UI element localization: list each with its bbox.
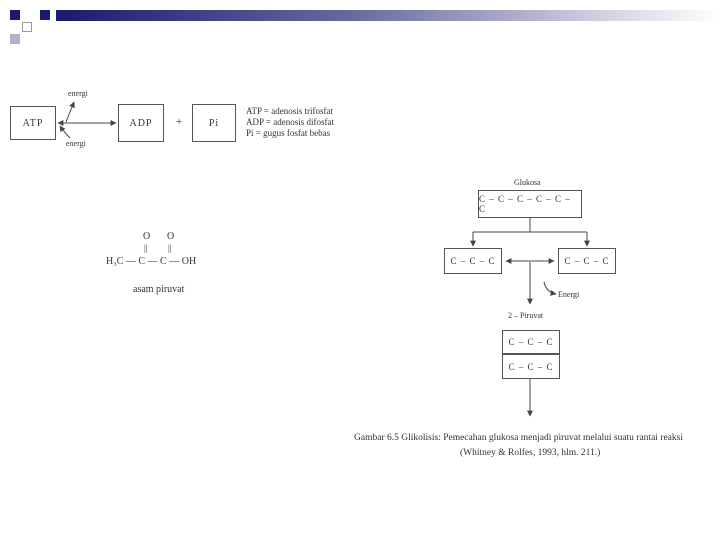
glucose-box: C – C – C – C – C – C bbox=[478, 190, 582, 218]
energy-label: Energi bbox=[558, 290, 580, 299]
left-fragment: C – C – C bbox=[450, 256, 496, 266]
atp-legend: ATP = adenosis trifosfat ADP = adenosis … bbox=[246, 106, 334, 139]
pyruvate-oxygen-left: O bbox=[143, 231, 151, 242]
left-fragment-box: C – C – C bbox=[444, 248, 502, 274]
glucose-chain: C – C – C – C – C – C bbox=[479, 194, 571, 214]
pyruvate-bottom-chain: C – C – C bbox=[508, 361, 554, 372]
energy-bottom-label: energi bbox=[66, 139, 86, 148]
pyruvate-label: asam piruvat bbox=[133, 284, 185, 295]
header-decoration bbox=[0, 0, 60, 48]
figure-caption-line-1: Gambar 6.5 Glikolisis: Pemecahan glukosa… bbox=[354, 433, 683, 443]
header-square-2 bbox=[22, 22, 32, 32]
pyruvate-double-bond-right: || bbox=[168, 243, 172, 253]
glycolysis-energy-arrow bbox=[543, 281, 557, 296]
header-square-3 bbox=[10, 34, 20, 44]
plus-sign: + bbox=[176, 116, 183, 128]
figure-caption-line-2: (Whitney & Rolfes, 1993, hlm. 211.) bbox=[460, 448, 601, 458]
legend-atp: ATP = adenosis trifosfat bbox=[246, 106, 333, 116]
adp-label: ADP bbox=[129, 117, 153, 129]
atp-label: ATP bbox=[22, 117, 44, 129]
adp-box: ADP bbox=[118, 104, 164, 142]
right-fragment: C – C – C bbox=[564, 256, 610, 266]
pyruvate-box-bottom: C – C – C bbox=[502, 354, 560, 379]
pi-label: Pi bbox=[208, 117, 220, 129]
energy-release-arrow bbox=[65, 101, 75, 123]
glucose-label: Glukosa bbox=[514, 178, 541, 187]
pyruvate-box-top: C – C – C bbox=[502, 330, 560, 354]
pyruvate-chain: H₃C — C — C — OH bbox=[106, 256, 197, 267]
header-square-4 bbox=[40, 10, 50, 20]
energy-top-label: energi bbox=[68, 89, 88, 98]
header-square-1 bbox=[10, 10, 20, 20]
atp-box: ATP bbox=[10, 106, 56, 140]
pyruvate-top-chain: C – C – C bbox=[508, 337, 554, 347]
legend-adp: ADP = adenosis difosfat bbox=[246, 117, 334, 127]
header-gradient-bar bbox=[56, 10, 720, 21]
pyruvate-count-label: 2 – Piruvat bbox=[508, 311, 544, 320]
legend-pi: Pi = gugus fosfat bebas bbox=[246, 128, 331, 138]
energy-input-arrow bbox=[59, 125, 71, 139]
pyruvate-oxygen-right: O bbox=[167, 231, 175, 242]
pi-box: Pi bbox=[192, 104, 236, 142]
pyruvate-double-bond-left: || bbox=[144, 243, 148, 253]
right-fragment-box: C – C – C bbox=[558, 248, 616, 274]
